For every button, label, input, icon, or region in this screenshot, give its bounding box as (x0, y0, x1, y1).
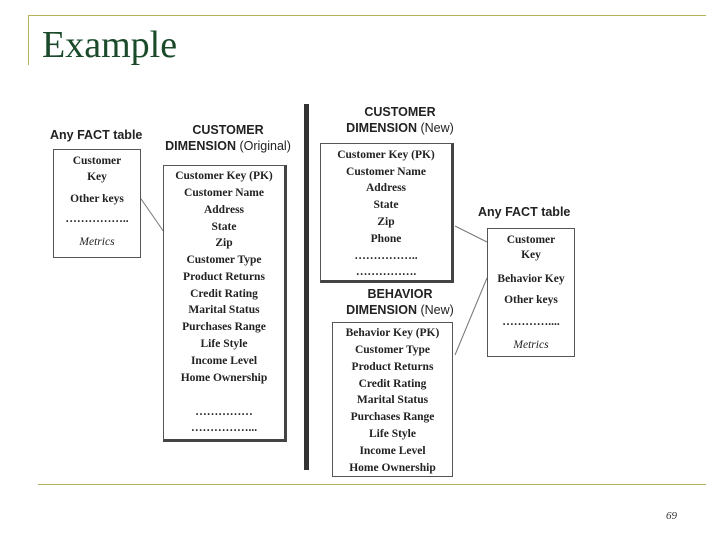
right-fact-heading: Any FACT table (478, 205, 571, 219)
right-connector-customer (454, 225, 488, 243)
customer-original-heading-line1: CUSTOMER (192, 123, 264, 137)
customer-original-field: Home Ownership (180, 372, 268, 384)
behavior-new-field: Life Style (369, 428, 416, 440)
right-fact-field: Behavior Key (497, 273, 565, 285)
customer-original-field: Life Style (200, 338, 248, 350)
customer-new-field: Zip (377, 216, 395, 228)
behavior-new-heading: BEHAVIOR DIMENSION (New) (330, 287, 470, 318)
customer-original-field: Customer Key (PK) (175, 170, 273, 182)
customer-original-box: Customer Key (PK) Customer Name Address … (163, 165, 287, 442)
right-fact-field: Other keys (504, 294, 558, 306)
left-fact-field: …………….. (65, 213, 129, 225)
customer-original-field: ……………... (190, 422, 258, 434)
behavior-new-field: Credit Rating (358, 378, 427, 390)
behavior-new-field: Home Ownership (349, 462, 436, 474)
left-fact-heading: Any FACT table (50, 128, 143, 142)
customer-original-heading: CUSTOMER DIMENSION (Original) (158, 123, 298, 154)
customer-new-field: Customer Name (346, 166, 426, 178)
page-number: 69 (666, 510, 677, 522)
customer-new-heading-line2: DIMENSION (New) (330, 121, 470, 137)
customer-original-field: Credit Rating (190, 288, 258, 300)
behavior-new-heading-bold: DIMENSION (346, 302, 418, 317)
customer-new-field: …………….. (354, 250, 418, 262)
behavior-new-heading-line1: BEHAVIOR (367, 287, 433, 301)
behavior-new-field: Customer Type (354, 344, 431, 356)
behavior-new-box: Behavior Key (PK) Customer Type Product … (332, 322, 453, 477)
frame-left-rule (28, 15, 29, 65)
customer-new-field: ……………. (355, 266, 417, 278)
right-fact-field: Customer (506, 234, 556, 246)
left-fact-field: Customer (72, 155, 122, 167)
customer-new-field: Customer Key (PK) (337, 149, 435, 161)
customer-original-field: Product Returns (183, 271, 265, 283)
customer-original-field: Zip (215, 237, 233, 249)
left-fact-field: Key (87, 171, 107, 183)
customer-original-heading-sub: (Original) (235, 138, 291, 153)
right-fact-field: Metrics (513, 339, 549, 351)
customer-new-field: State (373, 199, 399, 211)
behavior-new-field: Income Level (359, 445, 426, 457)
customer-original-field: Customer Type (186, 254, 262, 266)
customer-new-box: Customer Key (PK) Customer Name Address … (320, 143, 454, 283)
behavior-new-field: Product Returns (351, 361, 434, 373)
behavior-new-heading-line2: DIMENSION (New) (330, 303, 470, 319)
left-fact-box: Customer Key Other keys …………….. Metrics (53, 149, 141, 258)
divider-bar (304, 104, 309, 470)
frame-bottom-rule (38, 484, 706, 485)
behavior-new-field: Behavior Key (PK) (345, 327, 440, 339)
left-connector (138, 195, 165, 233)
customer-new-heading: CUSTOMER DIMENSION (New) (330, 105, 470, 136)
customer-original-field: Marital Status (188, 304, 260, 316)
customer-original-field: Customer Name (184, 187, 264, 199)
customer-new-heading-sub: (New) (417, 120, 454, 135)
left-fact-field: Metrics (79, 236, 115, 248)
right-fact-box: Customer Key Behavior Key Other keys ………… (487, 228, 575, 357)
right-connector-behavior (454, 277, 488, 356)
behavior-new-field: Marital Status (356, 394, 429, 406)
customer-original-field: Address (203, 204, 245, 216)
customer-new-heading-bold: DIMENSION (346, 120, 418, 135)
right-fact-field: Key (521, 249, 541, 261)
right-fact-field: ………….... (502, 316, 560, 328)
customer-new-field: Address (365, 182, 407, 194)
customer-original-heading-bold: DIMENSION (165, 138, 236, 153)
behavior-new-heading-sub: (New) (417, 302, 454, 317)
customer-original-field: State (211, 221, 237, 233)
customer-original-field: Purchases Range (182, 321, 266, 333)
slide-title: Example (42, 24, 178, 66)
customer-original-field: Income Level (190, 355, 258, 367)
customer-new-heading-line1: CUSTOMER (364, 105, 436, 119)
behavior-new-field: Purchases Range (350, 411, 435, 423)
frame-top-rule (28, 15, 706, 16)
customer-original-field: …………… (195, 406, 253, 418)
customer-new-field: Phone (370, 233, 402, 245)
customer-original-heading-line2: DIMENSION (Original) (158, 139, 298, 155)
left-fact-field: Other keys (70, 193, 124, 205)
